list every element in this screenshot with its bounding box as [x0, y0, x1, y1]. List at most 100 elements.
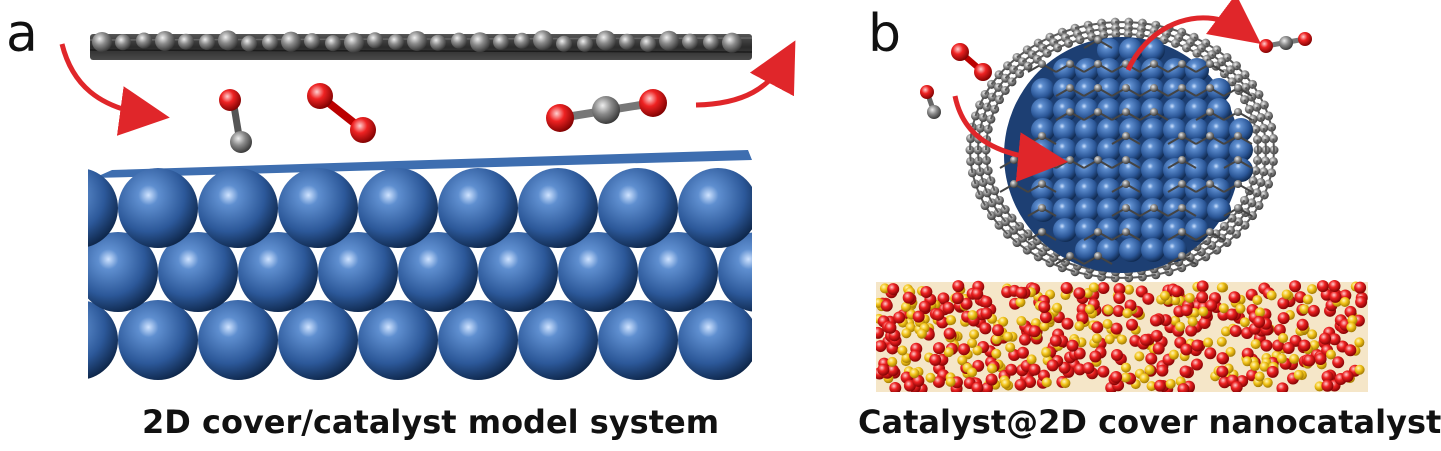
cage-atom [1178, 60, 1186, 68]
substrate-atom-red [1253, 315, 1266, 328]
substrate-atom-red [1028, 325, 1041, 338]
substrate-atom-yellow [1302, 294, 1313, 305]
substrate-atom-red [1319, 332, 1332, 345]
substrate-atom-red [1153, 379, 1166, 392]
substrate-atom-red [1216, 352, 1229, 365]
substrate-atom-yellow [879, 283, 890, 294]
substrate-atom-yellow [991, 348, 1002, 359]
nanoparticle-atom [1207, 198, 1231, 222]
sheet-atom [388, 33, 404, 50]
nanoparticle-atom [1075, 138, 1099, 162]
substrate-atom-red [887, 283, 900, 296]
substrate-atom-red [918, 300, 931, 313]
substrate-atom-red [1341, 370, 1354, 383]
substrate-atom-yellow [900, 301, 911, 312]
arrow-out-b [1125, 0, 1262, 72]
substrate-atom-yellow [1184, 292, 1195, 303]
substrate-atom-red [1142, 292, 1155, 305]
sheet-atom [514, 32, 530, 49]
nanoparticle-atom [1097, 238, 1121, 262]
cage-atom [1066, 156, 1074, 164]
substrate-atom-red [1005, 363, 1018, 376]
substrate-atom-yellow [1120, 362, 1131, 373]
cage-atom [1234, 108, 1242, 116]
sheet-atom [155, 30, 175, 51]
substrate-atom-yellow [1000, 378, 1011, 389]
substrate-atom-red [943, 327, 956, 340]
substrate-atom-yellow [1175, 321, 1186, 332]
substrate-atom-red [1241, 347, 1254, 360]
substrate-atom-red [1018, 333, 1031, 346]
substrate-atom-red [1113, 292, 1126, 305]
substrate-atom-red [1273, 323, 1286, 336]
cage-atom [1122, 108, 1130, 116]
nanoparticle-atom [1075, 198, 1099, 222]
substrate-atom-red [980, 307, 993, 320]
substrate-atom-yellow [943, 347, 954, 358]
substrate-atom-red [1277, 312, 1290, 325]
cage-atom [1150, 204, 1158, 212]
sheet-atom [281, 31, 301, 52]
sheet-atom [493, 33, 509, 50]
sheet-atom [451, 32, 467, 49]
o2-molecule-b [951, 43, 992, 81]
substrate-atom-red [1196, 291, 1209, 304]
cage-atom [1094, 36, 1102, 44]
substrate-atom-yellow [1084, 304, 1095, 315]
catalyst-atom [278, 300, 358, 380]
nanoparticle-atom [1119, 98, 1143, 122]
nanoparticle-atom [1053, 198, 1077, 222]
substrate-atom-yellow [1144, 364, 1155, 375]
cage-atom [1206, 108, 1214, 116]
cage-atom [1234, 204, 1242, 212]
substrate-atom-red [1229, 325, 1242, 338]
cage-atom [1094, 84, 1102, 92]
substrate-atom-red [912, 310, 925, 323]
substrate-atom-red [1190, 358, 1203, 371]
substrate-atom-yellow [1104, 334, 1115, 345]
cage-atom [1150, 108, 1158, 116]
substrate-atom-red [952, 280, 965, 293]
cage-atom [1010, 180, 1018, 188]
substrate-atom-red [1060, 281, 1073, 294]
cage-atom [1122, 228, 1130, 236]
nanoparticle-atom [1119, 138, 1143, 162]
panel-a [59, 30, 796, 380]
substrate-atom-red [932, 375, 945, 388]
nanoparticle-atom [1163, 158, 1187, 182]
substrate-atom-yellow [1124, 284, 1135, 295]
catalyst-atom [88, 169, 118, 247]
substrate-atom-red [979, 322, 992, 335]
substrate-atom-red [932, 342, 945, 355]
substrate-atom-yellow [946, 315, 957, 326]
cage-atom [1206, 84, 1214, 92]
substrate-atom-yellow [1262, 377, 1273, 388]
substrate-atom-red [985, 373, 998, 386]
cage-atom [1066, 60, 1074, 68]
nanoparticle-atom [1185, 198, 1209, 222]
substrate-atom-yellow [1170, 295, 1181, 306]
cage-atom [1178, 156, 1186, 164]
sheet-atom [619, 33, 635, 50]
substrate-atom-yellow [887, 356, 898, 367]
substrate-atom-red [1321, 379, 1334, 392]
substrate-atom-red [1028, 363, 1041, 376]
cage-atom [1234, 180, 1242, 188]
substrate-atom-red [1266, 365, 1279, 378]
sheet-atom [470, 32, 490, 53]
sheet-atom [218, 30, 238, 51]
substrate-atom-yellow [1239, 317, 1250, 328]
substrate-atom-yellow [1168, 349, 1179, 360]
substrate-atom-yellow [1039, 321, 1050, 332]
sheet-atom [304, 33, 320, 50]
graphene-cover-sheet [89, 30, 753, 60]
substrate-atom-yellow [1203, 337, 1214, 348]
substrate-atom-yellow [998, 316, 1009, 327]
substrate-atom-yellow [1015, 297, 1026, 308]
substrate-atom-yellow [1235, 303, 1246, 314]
substrate-atom-yellow [1259, 361, 1270, 372]
cage-atom [1234, 84, 1242, 92]
catalyst-atom [438, 168, 518, 248]
substrate-atom-red [1180, 304, 1193, 317]
substrate-atom-red [1015, 286, 1028, 299]
